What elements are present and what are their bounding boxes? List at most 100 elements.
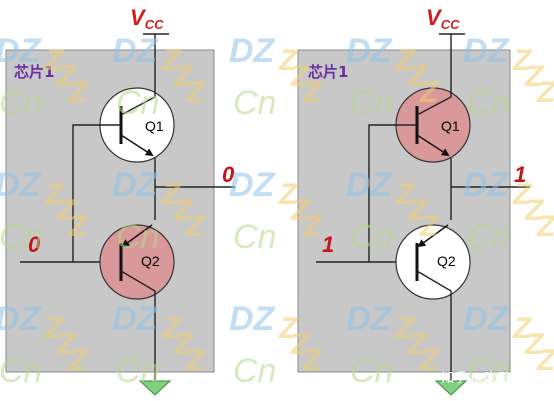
left-supply-label: VCC (130, 5, 164, 32)
watermark-cn: Cn (350, 218, 393, 256)
watermark-cn: Cn (233, 218, 276, 256)
right-chip-label: 芯片1 (308, 63, 348, 81)
watermark-z: Z (185, 76, 206, 109)
watermark-z: Z (302, 210, 323, 243)
left-input-wire (20, 124, 121, 263)
watermark-z: Z (290, 328, 311, 361)
right-ground-icon (434, 380, 468, 396)
watermark-z: Z (395, 44, 416, 77)
watermark-z: Z (185, 344, 206, 377)
watermark-cn: Cn (467, 352, 510, 390)
watermark-cn: Cn (116, 352, 159, 390)
watermark-z: Z (407, 194, 428, 227)
left-q1-label: Q1 (145, 118, 164, 134)
right-supply-label: VCC (426, 5, 460, 32)
right-output-value: 1 (514, 162, 526, 187)
watermark-z: Z (290, 60, 311, 93)
watermark-z: Z (536, 210, 554, 243)
watermark-z: Z (68, 344, 89, 377)
watermark-z: Z (395, 178, 416, 211)
watermark-dz: DZ (112, 300, 159, 338)
watermark-z: Z (302, 344, 323, 377)
left-output-value: 0 (222, 162, 235, 187)
watermark-dz: DZ (346, 166, 393, 204)
watermark-z: Z (290, 194, 311, 227)
watermark-z: Z (536, 76, 554, 109)
watermark-cn: Cn (233, 84, 276, 122)
watermark-z: Z (56, 60, 77, 93)
watermark-dz: DZ (0, 32, 42, 70)
watermark-dz: DZ (346, 32, 393, 70)
right-q2-body (395, 224, 471, 300)
watermark-z: Z (185, 210, 206, 243)
watermark-cn: Cn (116, 218, 159, 256)
watermark-z: Z (512, 178, 533, 211)
watermark-z: Z (524, 328, 545, 361)
watermark-cn: Cn (350, 352, 393, 390)
watermark-z: Z (278, 178, 299, 211)
watermark-z: Z (407, 328, 428, 361)
watermark-dz: DZ (229, 32, 276, 70)
watermark-z: Z (161, 178, 182, 211)
watermark-z: Z (44, 178, 65, 211)
watermark-z: Z (56, 328, 77, 361)
left-ground-icon (138, 380, 172, 396)
watermark-cn: Cn (233, 352, 276, 390)
watermark-z: Z (524, 194, 545, 227)
watermark-dz: DZ (463, 32, 510, 70)
watermark-z: Z (302, 76, 323, 109)
watermark-dz: DZ (229, 166, 276, 204)
watermark-z: Z (161, 312, 182, 345)
right-q1-label: Q1 (441, 118, 460, 134)
watermark-z: Z (278, 312, 299, 345)
watermark-dz: DZ (346, 300, 393, 338)
watermark-z: Z (173, 194, 194, 227)
left-transistor-q2: Q2 (99, 224, 175, 300)
watermark-cn: Cn (467, 218, 510, 256)
left-circuit-panel: 芯片1 VCC Q1 0 0 Q2 (5, 5, 235, 396)
left-input-value: 0 (28, 232, 41, 257)
watermark-z: Z (68, 210, 89, 243)
watermark-z: Z (173, 328, 194, 361)
watermark-dz: DZ (0, 166, 42, 204)
watermark-layer: DZZZZCnDZZZZCnDZZZZCnDZZZZCnDZZZZCnDZZZZ… (0, 32, 554, 390)
watermark-z: Z (173, 60, 194, 93)
watermark-cn: Cn (350, 84, 393, 122)
watermark-dz: DZ (463, 166, 510, 204)
right-circuit-panel: 芯片1 VCC Q1 1 1 Q2 (297, 5, 530, 396)
watermark-z: Z (419, 210, 440, 243)
watermark-z: Z (512, 44, 533, 77)
watermark-z: Z (395, 312, 416, 345)
watermark-cn: Cn (0, 84, 42, 122)
left-q2-body (99, 224, 175, 300)
watermark-z: Z (524, 60, 545, 93)
watermark-z: Z (512, 312, 533, 345)
watermark-dz: DZ (112, 166, 159, 204)
left-q2-label: Q2 (141, 253, 160, 269)
watermark-z: Z (68, 76, 89, 109)
watermark-z: Z (536, 344, 554, 377)
watermark-cn: Cn (0, 218, 42, 256)
right-input-value: 1 (322, 232, 334, 257)
watermark-z: Z (161, 44, 182, 77)
watermark-z: Z (278, 44, 299, 77)
svg-text:VCC: VCC (426, 5, 460, 32)
left-transistor-q1: Q1 (99, 85, 175, 163)
left-chip-label: 芯片1 (14, 63, 54, 81)
watermark-z: Z (44, 312, 65, 345)
watermark-z: Z (56, 194, 77, 227)
watermark-z: Z (419, 344, 440, 377)
watermark-z: Z (407, 60, 428, 93)
watermark-z: Z (44, 44, 65, 77)
watermark-dz: DZ (463, 300, 510, 338)
watermark-dz: DZ (0, 300, 42, 338)
svg-text:VCC: VCC (130, 5, 164, 32)
watermark-cn: Cn (467, 84, 510, 122)
watermark-cn: Cn (116, 84, 159, 122)
watermark-dz: DZ (112, 32, 159, 70)
right-input-wire (316, 124, 417, 263)
credit-text: 知乎 @吹又生 (441, 370, 523, 386)
watermark-dz: DZ (229, 300, 276, 338)
right-transistor-q2: Q2 (395, 224, 471, 300)
watermark-z: Z (419, 76, 440, 109)
